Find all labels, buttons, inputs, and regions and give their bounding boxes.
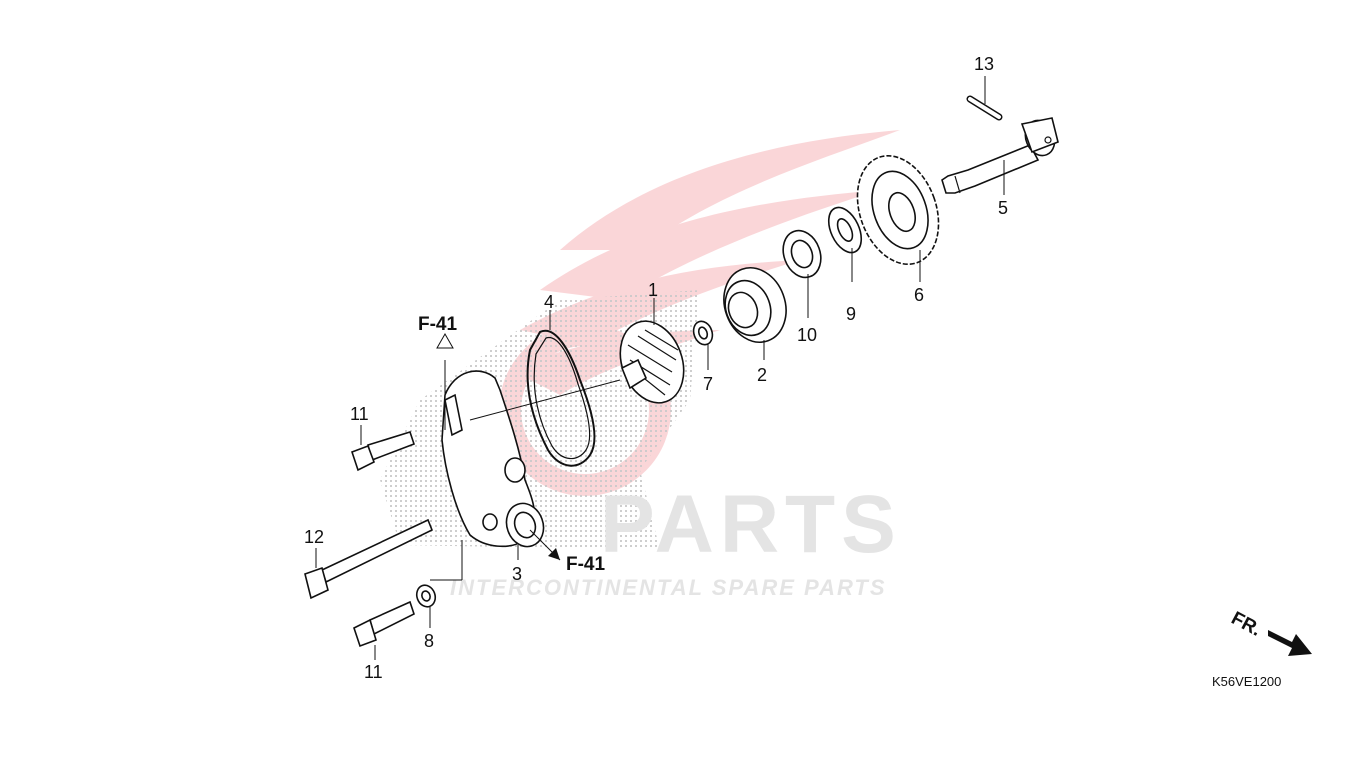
callout-9: 9 <box>846 304 856 324</box>
part-12-long-bolt <box>304 518 434 600</box>
callout-11-upper: 11 <box>350 404 369 424</box>
callout-10: 10 <box>797 325 817 345</box>
part-7-washer <box>692 320 714 370</box>
part-11-bolt-upper <box>350 425 416 472</box>
callout-7: 7 <box>703 374 713 394</box>
part-10-bearing <box>782 229 822 318</box>
callout-6: 6 <box>914 285 924 305</box>
reference-label-lower: F-41 <box>566 554 606 575</box>
callout-3: 3 <box>512 564 522 584</box>
callout-13: 13 <box>974 54 994 74</box>
callout-12: 12 <box>304 527 324 547</box>
part-3-pump-body <box>430 370 545 581</box>
front-indicator-text: FR. <box>1228 608 1265 641</box>
callout-8: 8 <box>424 631 434 651</box>
part-2-seal <box>723 267 787 360</box>
callout-2: 2 <box>757 365 767 385</box>
front-direction-indicator: FR. <box>1228 608 1312 656</box>
part-13-pin <box>966 76 1003 121</box>
callout-1: 1 <box>648 280 658 300</box>
part-1-impeller <box>619 298 685 404</box>
front-arrow-icon <box>1268 630 1312 656</box>
callout-4: 4 <box>544 292 554 312</box>
assembly-lines <box>436 332 621 561</box>
watermark-tagline-text: INTERCONTINENTAL SPARE PARTS <box>450 575 887 600</box>
watermark-brand-text: PARTS <box>600 479 902 570</box>
callout-11-lower: 11 <box>364 662 383 682</box>
callout-5: 5 <box>998 198 1008 218</box>
part-9-washer <box>827 206 863 282</box>
diagram-reference-code: K56VE1200 <box>1212 674 1281 689</box>
reference-label-upper: F-41 <box>418 314 458 335</box>
part-8-washer <box>415 584 437 628</box>
part-4-gasket <box>526 310 596 467</box>
part-5-shaft <box>941 117 1059 195</box>
part-6-gear <box>856 154 940 282</box>
part-11-bolt-lower <box>353 600 415 660</box>
